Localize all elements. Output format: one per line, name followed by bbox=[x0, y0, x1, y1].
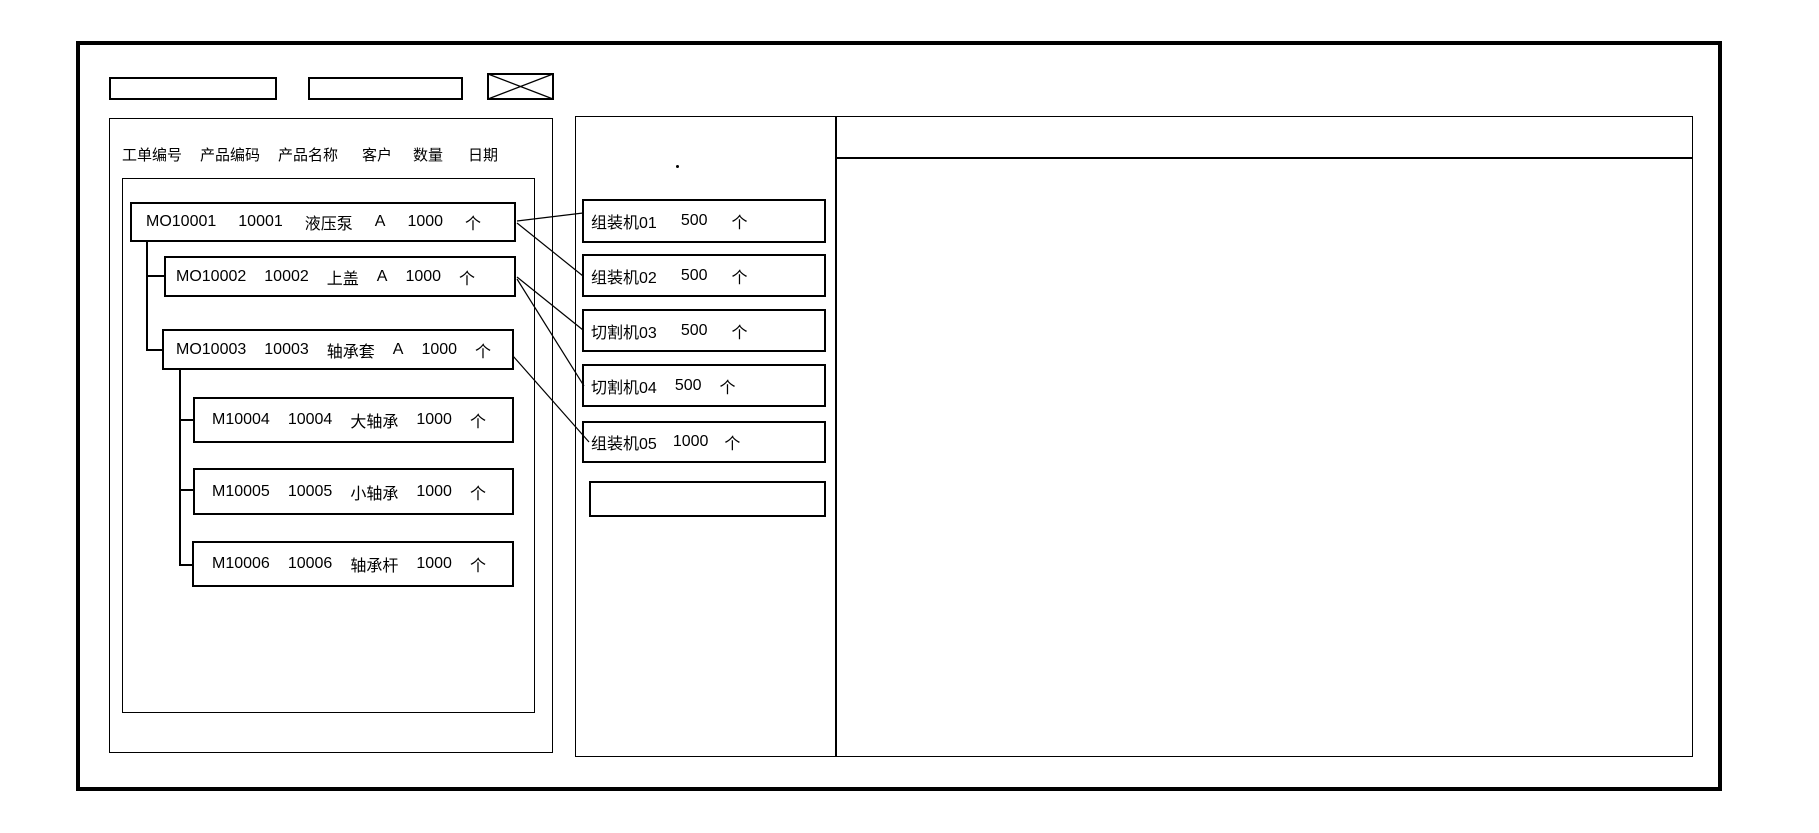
column-header-customer: 客户 bbox=[362, 147, 393, 164]
machine-qty: 500 bbox=[680, 212, 708, 229]
order-item-MO10001[interactable]: MO10001 10001 液压泵 A 1000 个 bbox=[130, 202, 516, 242]
order-code: 10005 bbox=[287, 482, 333, 500]
machine-item-02[interactable]: 组装机02 500 个 bbox=[582, 254, 826, 297]
machine-qty: 500 bbox=[674, 376, 702, 394]
order-customer: A bbox=[374, 213, 386, 230]
machine-name: 组装机01 bbox=[591, 215, 657, 232]
order-item-M10004[interactable]: M10004 10004 大轴承 1000 个 bbox=[193, 397, 514, 443]
order-product: 轴承杆 bbox=[350, 558, 399, 575]
order-id: MO10001 bbox=[146, 213, 217, 230]
order-customer: A bbox=[392, 340, 404, 358]
machine-name: 组装机05 bbox=[591, 436, 657, 453]
tree-branch-line bbox=[146, 242, 148, 351]
order-qty: 1000 bbox=[421, 340, 458, 358]
machine-unit: 个 bbox=[731, 324, 748, 342]
order-item-MO10003[interactable]: MO10003 10003 轴承套 A 1000 个 bbox=[162, 329, 514, 370]
order-qty: 1000 bbox=[416, 555, 452, 572]
order-customer: A bbox=[376, 267, 388, 285]
machine-item-01[interactable]: 组装机01 500 个 bbox=[582, 199, 826, 243]
column-header-product-code: 产品编码 bbox=[200, 147, 261, 164]
order-unit: 个 bbox=[469, 558, 486, 575]
order-unit: 个 bbox=[459, 270, 476, 288]
machine-unit: 个 bbox=[724, 436, 741, 453]
machine-item-empty[interactable] bbox=[589, 481, 826, 517]
column-header-date: 日期 bbox=[468, 147, 499, 164]
toolbar-field-2[interactable] bbox=[308, 77, 463, 100]
tree-branch-line bbox=[179, 370, 181, 566]
machine-unit: 个 bbox=[731, 215, 748, 232]
order-id: M10006 bbox=[212, 555, 270, 572]
machine-name: 组装机02 bbox=[591, 269, 657, 287]
order-item-M10006[interactable]: M10006 10006 轴承杆 1000 个 bbox=[192, 541, 514, 587]
order-qty: 1000 bbox=[407, 213, 444, 230]
order-code: 10004 bbox=[287, 411, 333, 428]
order-unit: 个 bbox=[469, 485, 486, 503]
order-product: 上盖 bbox=[326, 270, 359, 288]
machine-unit: 个 bbox=[731, 269, 748, 287]
order-id: M10004 bbox=[212, 411, 270, 428]
order-qty: 1000 bbox=[416, 411, 452, 428]
order-id: M10005 bbox=[212, 482, 270, 500]
machine-item-03[interactable]: 切割机03 500 个 bbox=[582, 309, 826, 352]
tree-branch-line bbox=[146, 275, 165, 277]
detail-panel bbox=[836, 116, 1693, 757]
order-id: MO10002 bbox=[176, 267, 247, 285]
machine-qty: 500 bbox=[680, 266, 708, 284]
column-header-qty: 数量 bbox=[413, 147, 444, 164]
order-unit: 个 bbox=[475, 343, 492, 361]
order-code: 10001 bbox=[238, 213, 283, 230]
tree-branch-line bbox=[179, 489, 194, 491]
machine-item-05[interactable]: 组装机05 1000 个 bbox=[582, 421, 826, 463]
order-code: 10003 bbox=[264, 340, 309, 358]
order-code: 10002 bbox=[264, 267, 309, 285]
machine-name: 切割机03 bbox=[591, 324, 657, 342]
order-item-MO10002[interactable]: MO10002 10002 上盖 A 1000 个 bbox=[164, 256, 516, 297]
order-unit: 个 bbox=[469, 414, 486, 431]
tree-branch-line bbox=[146, 349, 163, 351]
order-id: MO10003 bbox=[176, 340, 247, 358]
machine-qty: 1000 bbox=[672, 433, 709, 450]
order-qty: 1000 bbox=[405, 267, 442, 285]
detail-panel-header-rule bbox=[836, 157, 1693, 159]
order-product: 大轴承 bbox=[350, 414, 399, 431]
machine-unit: 个 bbox=[719, 379, 736, 397]
tree-branch-line bbox=[179, 564, 193, 566]
tree-branch-line bbox=[179, 419, 194, 421]
order-code: 10006 bbox=[287, 555, 333, 572]
column-header-order-no: 工单编号 bbox=[122, 147, 183, 164]
close-icon[interactable] bbox=[487, 73, 554, 100]
machine-name: 切割机04 bbox=[591, 379, 657, 397]
machine-qty: 500 bbox=[680, 321, 708, 339]
toolbar-field-1[interactable] bbox=[109, 77, 277, 100]
order-unit: 个 bbox=[465, 216, 482, 233]
order-item-M10005[interactable]: M10005 10005 小轴承 1000 个 bbox=[193, 468, 514, 515]
order-tree-container bbox=[122, 178, 535, 713]
order-product: 液压泵 bbox=[304, 216, 353, 233]
order-qty: 1000 bbox=[416, 482, 452, 500]
machine-item-04[interactable]: 切割机04 500 个 bbox=[582, 364, 826, 407]
order-product: 小轴承 bbox=[350, 485, 399, 503]
order-product: 轴承套 bbox=[326, 343, 375, 361]
window-frame bbox=[76, 41, 1722, 791]
column-header-product-name: 产品名称 bbox=[278, 147, 339, 164]
stray-dot bbox=[676, 165, 679, 168]
